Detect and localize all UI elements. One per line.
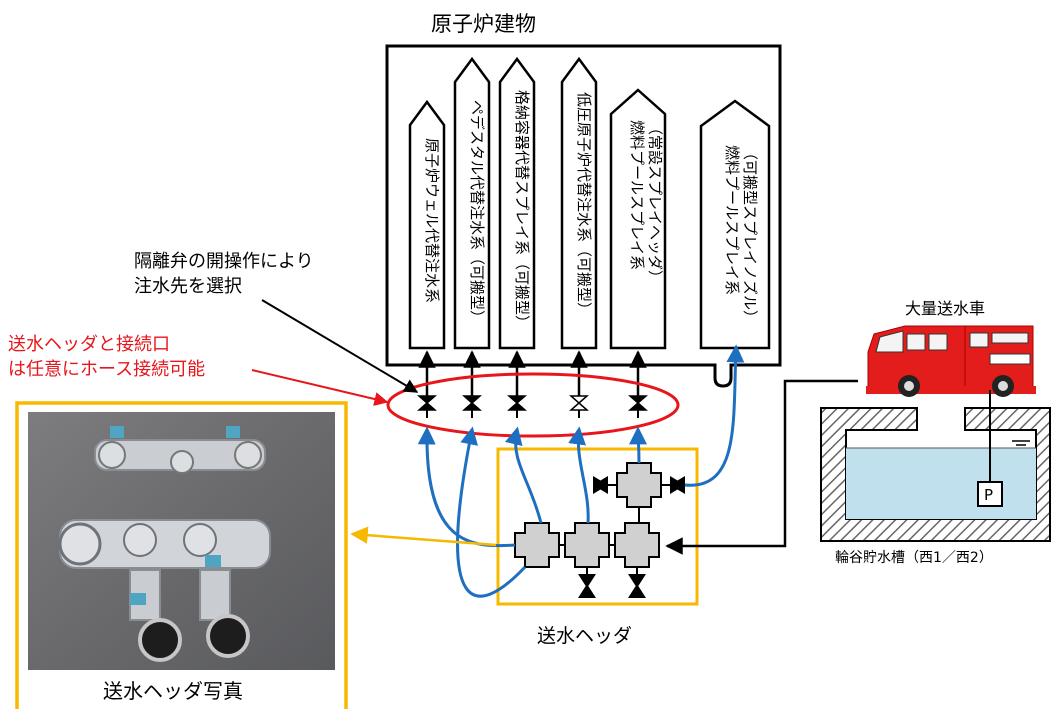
system-inlet-lines	[418, 350, 647, 396]
photo-caption: 送水ヘッダ写真	[103, 679, 243, 703]
system-label-1: 原子炉ウェル代替注水系	[423, 138, 441, 303]
red-note-line1: 送水ヘッダと接続口	[8, 334, 170, 355]
building-title: 原子炉建物	[431, 12, 536, 36]
system-label-6a: 燃料プールスプレイ系	[723, 145, 741, 295]
header-assembly	[514, 462, 662, 568]
pump-label: P	[984, 486, 993, 504]
system-box-4: 低圧原子炉代替注水系（可搬型）	[560, 56, 598, 350]
system-label-5b: （常設スプレイヘッダ）	[646, 120, 664, 285]
valve-5	[628, 395, 648, 411]
system-label-6b: （可搬型スプレイノズル）	[741, 145, 759, 325]
system-label-3: 格納容器代替スプレイ系（可搬型）	[513, 90, 531, 330]
header-cross-3	[614, 522, 660, 568]
hose-6	[684, 344, 745, 487]
valve-note-line2: 注水先を選択	[134, 276, 242, 297]
pump-icon	[977, 481, 1003, 507]
system-box-3: 格納容器代替スプレイ系（可搬型）	[498, 56, 536, 350]
red-note-line2: は任意にホース接続可能	[8, 359, 205, 380]
red-note: 送水ヘッダと接続口 は任意にホース接続可能	[8, 334, 389, 406]
system-box-1: 原子炉ウェル代替注水系	[408, 99, 446, 350]
hose-2	[456, 426, 527, 598]
system-label-5a: 燃料プールスプレイ系	[628, 120, 646, 270]
valve-note-line1: 隔離弁の開操作により	[134, 251, 314, 272]
valve-3	[507, 395, 527, 411]
photo-panel: 送水ヘッダ写真	[15, 401, 348, 709]
header-label: 送水ヘッダ	[537, 625, 632, 647]
valve-1	[417, 395, 437, 411]
hose-5	[629, 426, 648, 464]
tank-label: 輪谷貯水槽（西1／西2）	[835, 549, 993, 566]
valve-4	[569, 395, 589, 411]
system-box-2: ペデスタル代替注水系（可搬型）	[453, 56, 491, 350]
header-frame	[496, 447, 699, 606]
system-box-5: 燃料プールスプレイ系 （常設スプレイヘッダ）	[609, 88, 667, 350]
system-label-4: 低圧原子炉代替注水系（可搬型）	[575, 92, 593, 317]
header-connectors	[559, 484, 670, 574]
header-cross-1	[514, 522, 560, 568]
header-cross-upper	[616, 462, 662, 508]
header-valves	[578, 476, 685, 598]
isolation-valves	[417, 395, 648, 418]
valve-2	[462, 395, 482, 411]
valve-note: 隔離弁の開操作により 注水先を選択	[134, 251, 419, 393]
hose-3	[504, 426, 543, 524]
photo-equipment	[58, 426, 271, 662]
system-label-2: ペデスタル代替注水系（可搬型）	[468, 100, 486, 325]
header-cross-2	[564, 522, 610, 568]
supply-line	[665, 379, 858, 555]
water-tank: P 輪谷貯水槽（西1／西2）	[820, 390, 1051, 566]
photo-pointer-arrow	[350, 526, 497, 547]
connection-highlight-ellipse	[386, 372, 680, 438]
hose-1	[417, 426, 516, 548]
truck-label: 大量送水車	[905, 299, 985, 318]
system-box-6: 燃料プールスプレイ系 （可搬型スプレイノズル）	[699, 99, 771, 350]
hose-4	[568, 426, 590, 524]
pump-truck: 大量送水車	[866, 299, 1036, 397]
blue-hoses	[417, 344, 745, 598]
